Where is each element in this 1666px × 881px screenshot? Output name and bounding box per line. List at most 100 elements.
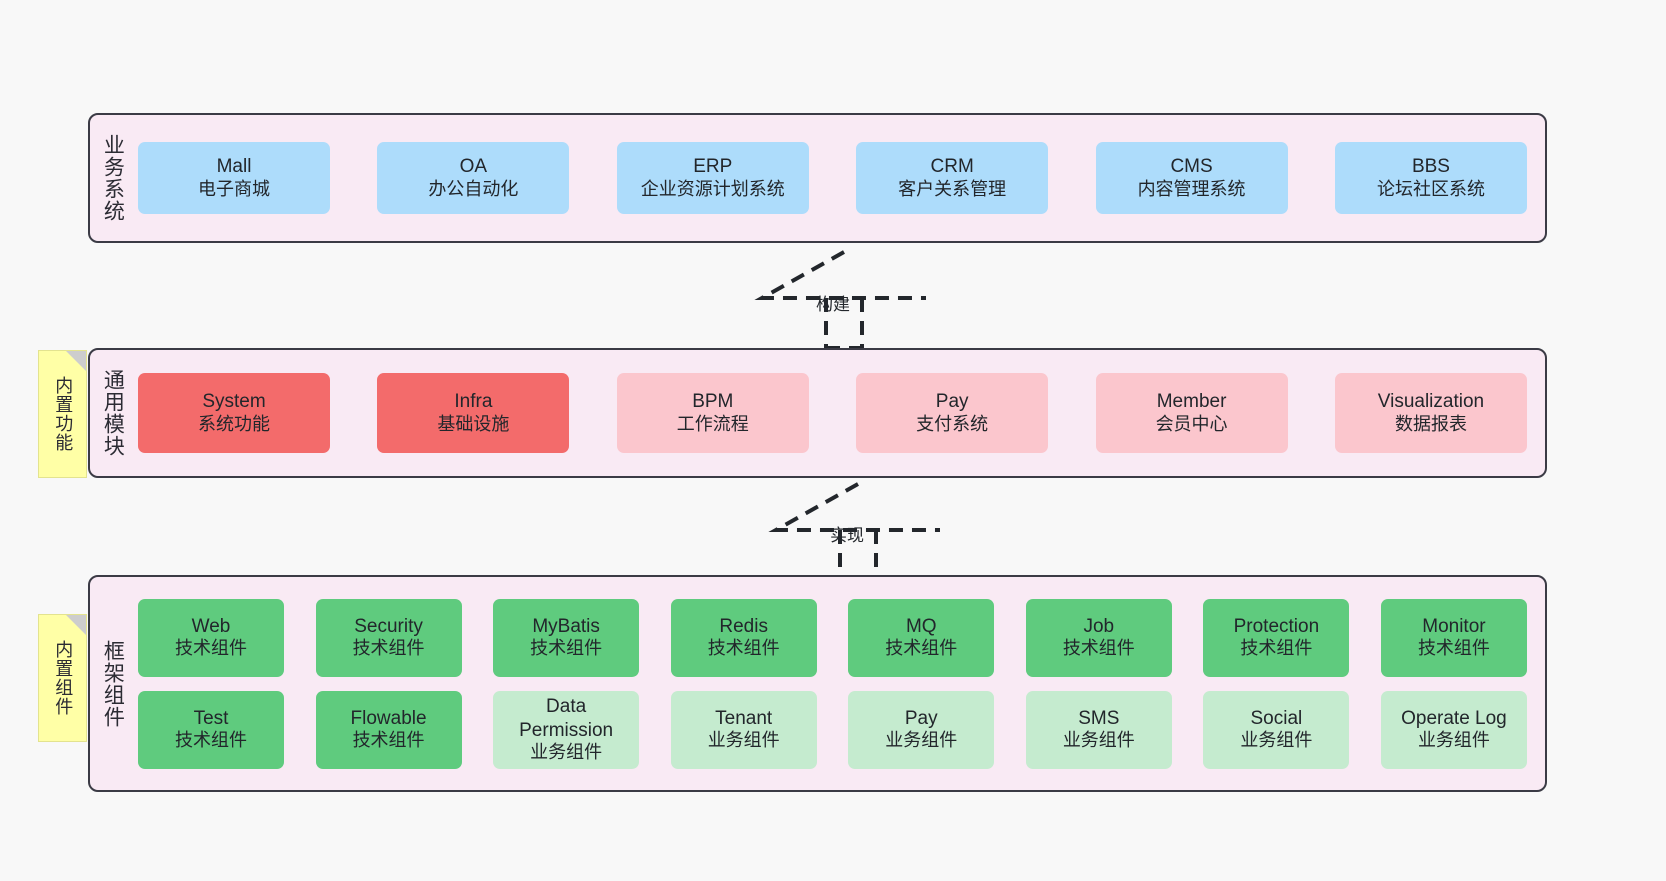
node-operate-log-cn: 业务组件: [1417, 730, 1490, 751]
node-cms-cn: 内容管理系统: [1137, 178, 1246, 199]
node-system-cn: 系统功能: [198, 413, 270, 434]
node-protection-cn: 技术组件: [1240, 638, 1313, 659]
node-erp-en: ERP: [693, 156, 733, 178]
node-security[interactable]: Security 技术组件: [315, 598, 462, 677]
node-web-cn: 技术组件: [175, 638, 247, 659]
node-test[interactable]: Test 技术组件: [138, 690, 284, 769]
node-cms[interactable]: CMS 内容管理系统: [1095, 142, 1288, 214]
node-pay-module-cn: 支付系统: [916, 413, 989, 434]
node-system[interactable]: System 系统功能: [138, 373, 330, 453]
node-mall-en: Mall: [216, 156, 252, 178]
node-security-cn: 技术组件: [352, 638, 425, 659]
node-mybatis[interactable]: MyBatis 技术组件: [493, 598, 640, 677]
node-bbs-cn: 论坛社区系统: [1376, 178, 1485, 199]
node-operate-log[interactable]: Operate Log 业务组件: [1380, 690, 1527, 769]
node-monitor[interactable]: Monitor 技术组件: [1380, 598, 1527, 677]
layer-framework-body: Web 技术组件 Security 技术组件 MyBatis 技术组件 Redi…: [134, 577, 1545, 790]
node-oa-en: OA: [459, 156, 488, 178]
node-pay-component-cn: 业务组件: [885, 730, 958, 751]
node-pay-module[interactable]: Pay 支付系统: [856, 373, 1049, 453]
node-mybatis-cn: 技术组件: [530, 638, 603, 659]
node-infra-cn: 基础设施: [437, 413, 510, 434]
sticky-fold-corner-icon-2: [66, 615, 86, 635]
node-oa-cn: 办公自动化: [428, 178, 519, 199]
node-test-cn: 技术组件: [175, 730, 247, 751]
node-visualization-en: Visualization: [1377, 391, 1485, 413]
node-mall[interactable]: Mall 电子商城: [138, 142, 330, 214]
layer-business-body: Mall 电子商城 OA 办公自动化 ERP 企业资源计划系统 CRM 客户关系…: [134, 115, 1545, 241]
node-redis-cn: 技术组件: [707, 638, 780, 659]
node-bpm-cn: 工作流程: [676, 413, 749, 434]
connector-implement-label: 实现: [830, 526, 864, 545]
node-job[interactable]: Job 技术组件: [1025, 598, 1172, 677]
node-flowable-en: Flowable: [350, 707, 427, 729]
framework-node-row-1: Web 技术组件 Security 技术组件 MyBatis 技术组件 Redi…: [138, 598, 1527, 677]
node-data-permission-en: Data Permission: [519, 696, 614, 741]
node-social-en: Social: [1250, 707, 1303, 729]
connector-build-label: 构建: [816, 295, 850, 314]
node-erp-cn: 企业资源计划系统: [640, 178, 785, 199]
node-tenant-en: Tenant: [715, 707, 773, 729]
node-redis-en: Redis: [719, 615, 768, 637]
node-job-en: Job: [1083, 615, 1115, 637]
node-data-permission-cn: 业务组件: [530, 741, 603, 762]
node-bpm[interactable]: BPM 工作流程: [616, 373, 809, 453]
sticky-note-builtin-components: 内置组件: [38, 614, 87, 742]
node-visualization-cn: 数据报表: [1394, 413, 1467, 434]
node-sms[interactable]: SMS 业务组件: [1025, 690, 1172, 769]
node-infra[interactable]: Infra 基础设施: [377, 373, 570, 453]
node-member-en: Member: [1156, 391, 1227, 413]
node-monitor-en: Monitor: [1422, 615, 1486, 637]
node-cms-en: CMS: [1170, 156, 1213, 178]
layer-common-title: 通用模块: [101, 369, 125, 457]
node-flowable-cn: 技术组件: [352, 730, 425, 751]
node-security-en: Security: [354, 615, 423, 637]
node-member[interactable]: Member 会员中心: [1095, 373, 1288, 453]
node-mq-cn: 技术组件: [885, 638, 958, 659]
node-visualization[interactable]: Visualization 数据报表: [1334, 373, 1527, 453]
node-data-permission[interactable]: Data Permission 业务组件: [493, 690, 640, 769]
business-node-row: Mall 电子商城 OA 办公自动化 ERP 企业资源计划系统 CRM 客户关系…: [138, 142, 1527, 214]
node-operate-log-en: Operate Log: [1401, 707, 1507, 729]
layer-common-modules: 通用模块 System 系统功能 Infra 基础设施 BPM 工作流程 Pay: [88, 348, 1547, 478]
node-social-cn: 业务组件: [1240, 730, 1313, 751]
node-oa[interactable]: OA 办公自动化: [377, 142, 570, 214]
layer-common-body: System 系统功能 Infra 基础设施 BPM 工作流程 Pay 支付系统…: [134, 350, 1545, 476]
node-flowable[interactable]: Flowable 技术组件: [315, 690, 462, 769]
layer-framework-components: 框架组件 Web 技术组件 Security 技术组件 MyBatis 技术组件: [88, 575, 1547, 792]
node-sms-en: SMS: [1078, 707, 1120, 729]
node-mq[interactable]: MQ 技术组件: [848, 598, 995, 677]
node-sms-cn: 业务组件: [1062, 730, 1135, 751]
layer-business-title: 业务系统: [101, 134, 125, 222]
node-redis[interactable]: Redis 技术组件: [670, 598, 817, 677]
common-node-row: System 系统功能 Infra 基础设施 BPM 工作流程 Pay 支付系统…: [138, 373, 1527, 453]
node-protection-en: Protection: [1233, 615, 1320, 637]
node-crm-en: CRM: [930, 156, 974, 178]
node-web-en: Web: [191, 615, 231, 637]
node-protection[interactable]: Protection 技术组件: [1203, 598, 1350, 677]
node-tenant-cn: 业务组件: [707, 730, 780, 751]
node-crm-cn: 客户关系管理: [898, 178, 1007, 199]
framework-node-row-2: Test 技术组件 Flowable 技术组件 Data Permission …: [138, 690, 1527, 769]
layer-business-systems: 业务系统 Mall 电子商城 OA 办公自动化 ERP 企业资源计划系统 CRM: [88, 113, 1547, 243]
node-mq-en: MQ: [905, 615, 937, 637]
node-pay-component[interactable]: Pay 业务组件: [848, 690, 995, 769]
node-web[interactable]: Web 技术组件: [138, 598, 284, 677]
node-mall-cn: 电子商城: [198, 178, 270, 199]
node-infra-en: Infra: [454, 391, 493, 413]
sticky-note-builtin-features: 内置功能: [38, 350, 87, 478]
node-system-en: System: [202, 391, 266, 413]
node-tenant[interactable]: Tenant 业务组件: [670, 690, 817, 769]
node-bbs[interactable]: BBS 论坛社区系统: [1334, 142, 1527, 214]
sticky-note-builtin-features-label: 内置功能: [53, 376, 74, 452]
layer-framework-title: 框架组件: [101, 639, 125, 728]
node-bbs-en: BBS: [1411, 156, 1450, 178]
node-bpm-en: BPM: [692, 391, 734, 413]
node-mybatis-en: MyBatis: [532, 615, 600, 637]
node-crm[interactable]: CRM 客户关系管理: [856, 142, 1049, 214]
node-monitor-cn: 技术组件: [1417, 638, 1490, 659]
node-social[interactable]: Social 业务组件: [1203, 690, 1350, 769]
node-member-cn: 会员中心: [1155, 413, 1228, 434]
node-erp[interactable]: ERP 企业资源计划系统: [616, 142, 809, 214]
